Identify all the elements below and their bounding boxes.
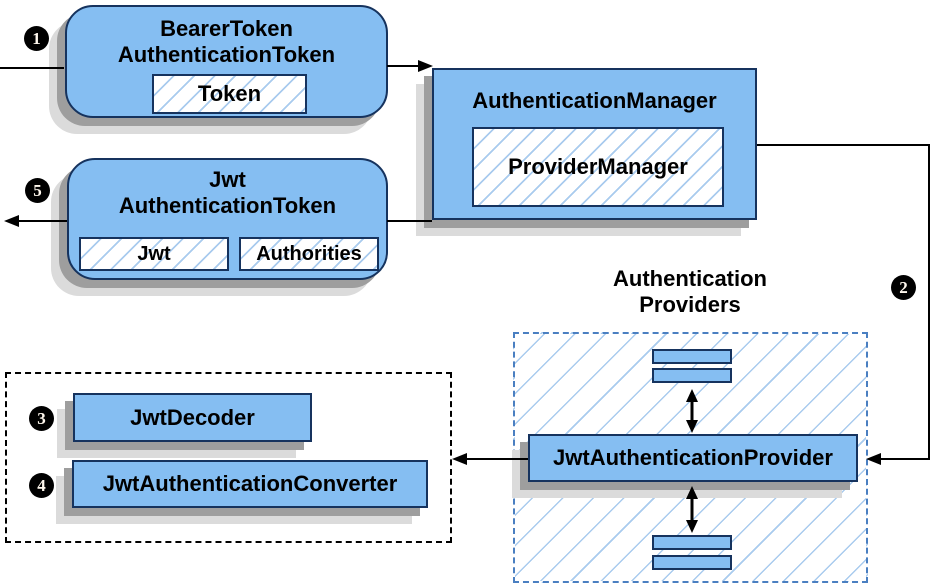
- jwt-token-title-line1: Jwt: [209, 167, 246, 192]
- authorities-field-label: Authorities: [256, 242, 362, 265]
- arrowhead-right-icon: [418, 60, 433, 72]
- other-provider-rect-top-2: [652, 368, 732, 383]
- jwt-decoder-box: JwtDecoder: [73, 393, 312, 442]
- converter-group-box: [5, 372, 452, 543]
- step-3-number: 3: [37, 409, 46, 428]
- provider-manager-box: ProviderManager: [472, 127, 724, 207]
- bearer-token-title-line1: BearerToken: [160, 16, 293, 41]
- authentication-providers-label-line1: Authentication: [613, 266, 767, 291]
- arrowhead-left-icon: [4, 215, 19, 227]
- authorities-field: Authorities: [239, 237, 379, 271]
- bearer-token-box-title: BearerToken AuthenticationToken: [67, 16, 386, 68]
- jwt-token-outgoing-arrow: [4, 215, 67, 227]
- jwt-authentication-provider-box: JwtAuthenticationProvider: [528, 434, 858, 482]
- step-1-badge: 1: [24, 26, 49, 51]
- arrowhead-left-icon: [866, 453, 881, 465]
- jwt-decoder-label: JwtDecoder: [130, 404, 255, 430]
- jwt-authentication-converter-box: JwtAuthenticationConverter: [72, 460, 428, 508]
- provider-manager-label: ProviderManager: [508, 154, 688, 179]
- other-provider-rect-bottom-1: [652, 535, 732, 550]
- jwt-authentication-provider-label: JwtAuthenticationProvider: [553, 445, 833, 470]
- jwt-authentication-converter-label: JwtAuthenticationConverter: [102, 471, 398, 496]
- step-4-badge: 4: [29, 473, 54, 498]
- arrowhead-left-icon: [452, 453, 467, 465]
- jwt-token-title-line2: AuthenticationToken: [118, 193, 337, 218]
- authentication-manager-box: AuthenticationManager ProviderManager: [432, 68, 757, 220]
- jwt-field: Jwt: [79, 237, 229, 271]
- other-provider-rect-bottom-2: [652, 555, 732, 570]
- step-3-badge: 3: [29, 406, 54, 431]
- jwt-authentication-token-box: Jwt AuthenticationToken Jwt Authorities: [67, 158, 388, 280]
- step-5-number: 5: [33, 181, 42, 200]
- bearer-to-manager-arrow: [387, 60, 433, 72]
- authentication-providers-label: Authentication Providers: [565, 266, 815, 318]
- token-field: Token: [152, 74, 307, 114]
- token-field-label: Token: [197, 81, 262, 106]
- step-2-number: 2: [899, 278, 908, 297]
- step-4-number: 4: [37, 476, 46, 495]
- step-2-badge: 2: [891, 275, 916, 300]
- authentication-providers-label-line2: Providers: [639, 292, 741, 317]
- other-provider-rect-top-1: [652, 349, 732, 364]
- bearer-token-title-line2: AuthenticationToken: [117, 42, 336, 67]
- jwt-field-label: Jwt: [137, 242, 171, 265]
- step-5-badge: 5: [25, 178, 50, 203]
- jwt-token-box-title: Jwt AuthenticationToken: [69, 167, 386, 219]
- authentication-manager-title: AuthenticationManager: [472, 88, 717, 113]
- bearer-token-authentication-token-box: BearerToken AuthenticationToken Token: [65, 5, 388, 118]
- step-1-number: 1: [32, 29, 41, 48]
